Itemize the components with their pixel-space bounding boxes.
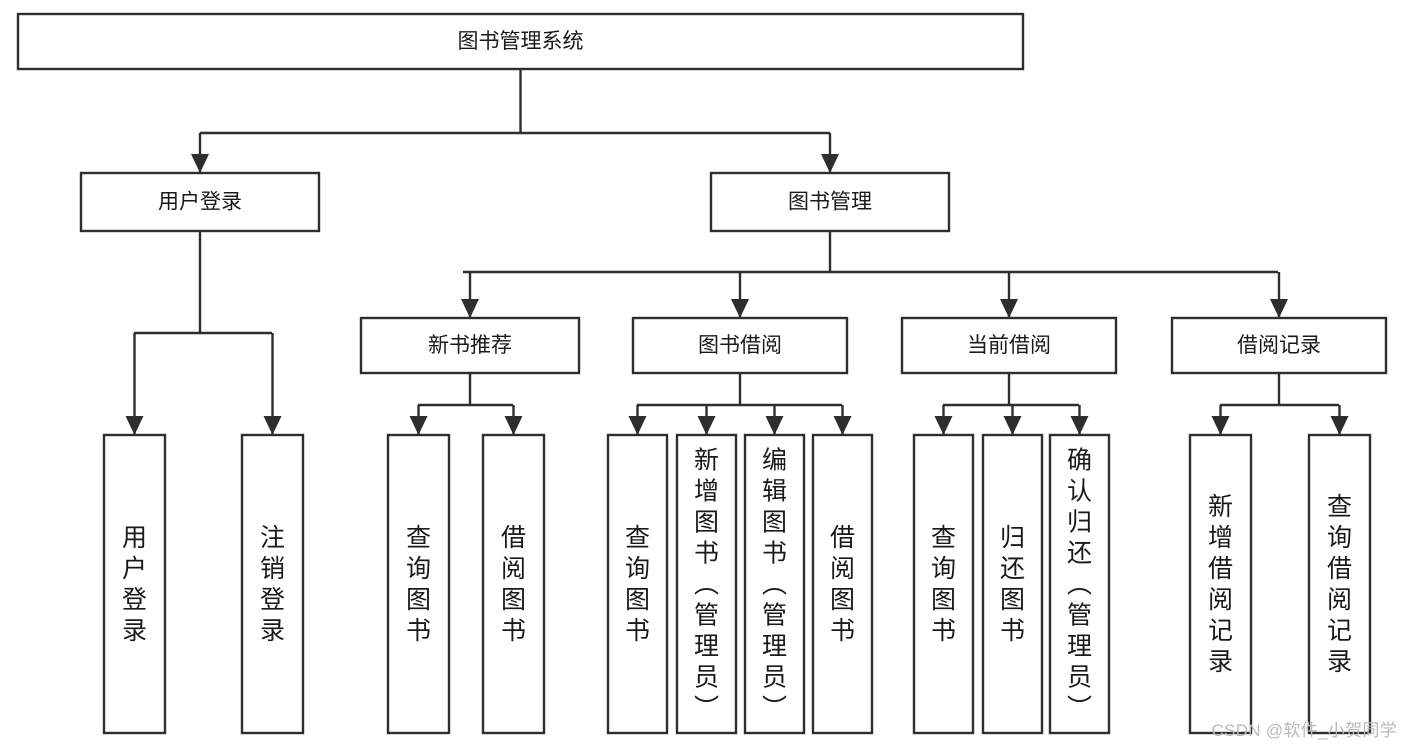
node-box-borrow-records[interactable]	[1170, 316, 1388, 375]
node-label-leaf-query-book-rec: 查询图书	[406, 524, 431, 645]
arrow-head-leaf-query-book-current	[934, 416, 953, 435]
node-book-management[interactable]: 图书管理	[709, 171, 951, 233]
node-leaf-add-borrow-record[interactable]: 新增借阅记录	[1188, 433, 1253, 735]
node-box-root[interactable]	[16, 12, 1025, 71]
node-root[interactable]: 图书管理系统	[16, 12, 1025, 71]
node-box-new-book-recommend[interactable]	[359, 316, 581, 375]
arrow-head-leaf-query-book-borrow	[628, 416, 647, 435]
node-box-leaf-add-borrow-record[interactable]	[1188, 433, 1253, 735]
arrow-head-leaf-query-borrow-record	[1330, 416, 1349, 435]
node-borrow-records[interactable]: 借阅记录	[1170, 316, 1388, 375]
node-box-leaf-query-book-rec[interactable]	[386, 433, 451, 735]
node-box-leaf-edit-book-admin[interactable]	[743, 433, 806, 735]
node-label-leaf-query-book-current: 查询图书	[931, 524, 956, 645]
arrow-head-leaf-borrow-book	[833, 416, 852, 435]
node-user-login[interactable]: 用户登录	[79, 171, 321, 233]
node-leaf-confirm-return-admin[interactable]: 确认归还︵管理员︶	[1048, 433, 1111, 735]
node-leaf-query-book-rec[interactable]: 查询图书	[386, 433, 451, 735]
node-box-user-login[interactable]	[79, 171, 321, 233]
node-leaf-add-book-admin[interactable]: 新增图书︵管理员︶	[675, 433, 738, 735]
node-label-leaf-edit-book-admin: 编辑图书︵管理员︶	[762, 447, 787, 723]
arrow-head-leaf-return-book	[1003, 416, 1022, 435]
arrow-head-borrow-records	[1270, 299, 1288, 318]
node-label-leaf-return-book: 归还图书	[1000, 524, 1025, 645]
node-box-book-borrow[interactable]	[631, 316, 849, 375]
node-label-leaf-add-book-admin: 新增图书︵管理员︶	[694, 447, 719, 723]
node-current-borrow[interactable]: 当前借阅	[900, 316, 1118, 375]
node-label-new-book-recommend: 新书推荐	[428, 334, 512, 357]
node-leaf-user-login[interactable]: 用户登录	[102, 433, 167, 735]
arrow-head-leaf-add-book-admin	[697, 416, 716, 435]
node-label-leaf-borrow-book-rec: 借阅图书	[501, 524, 526, 645]
node-leaf-borrow-book-rec[interactable]: 借阅图书	[481, 433, 546, 735]
node-box-leaf-borrow-book[interactable]	[811, 433, 874, 735]
node-box-leaf-confirm-return-admin[interactable]	[1048, 433, 1111, 735]
node-label-leaf-add-borrow-record: 新增借阅记录	[1208, 493, 1233, 676]
node-box-current-borrow[interactable]	[900, 316, 1118, 375]
node-label-book-borrow: 图书借阅	[698, 334, 782, 357]
node-label-user-login: 用户登录	[158, 191, 242, 214]
node-box-leaf-query-book-borrow[interactable]	[606, 433, 669, 735]
node-label-leaf-query-book-borrow: 查询图书	[625, 524, 650, 645]
node-label-leaf-confirm-return-admin: 确认归还︵管理员︶	[1067, 447, 1092, 723]
arrow-head-book-management	[821, 154, 839, 173]
node-label-current-borrow: 当前借阅	[967, 334, 1051, 357]
node-label-leaf-query-borrow-record: 查询借阅记录	[1327, 493, 1352, 676]
node-new-book-recommend[interactable]: 新书推荐	[359, 316, 581, 375]
arrow-head-leaf-borrow-book-rec	[504, 416, 523, 435]
node-box-leaf-return-book[interactable]	[981, 433, 1044, 735]
node-label-leaf-user-logout: 注销登录	[260, 524, 285, 645]
arrow-head-leaf-user-logout	[263, 416, 282, 435]
node-label-root: 图书管理系统	[458, 30, 584, 53]
arrow-head-leaf-user-login	[125, 416, 144, 435]
arrow-head-user-login	[191, 154, 209, 173]
arrow-head-leaf-edit-book-admin	[765, 416, 784, 435]
node-label-leaf-user-login: 用户登录	[122, 524, 147, 645]
arrow-head-book-borrow	[731, 299, 749, 318]
node-leaf-borrow-book[interactable]: 借阅图书	[811, 433, 874, 735]
node-label-book-management: 图书管理	[788, 191, 872, 214]
node-label-leaf-borrow-book: 借阅图书	[830, 524, 855, 645]
node-leaf-query-book-borrow[interactable]: 查询图书	[606, 433, 669, 735]
arrow-head-leaf-add-borrow-record	[1211, 416, 1230, 435]
node-book-borrow[interactable]: 图书借阅	[631, 316, 849, 375]
arrow-head-leaf-confirm-return-admin	[1070, 416, 1089, 435]
node-box-leaf-query-borrow-record[interactable]	[1307, 433, 1372, 735]
node-box-leaf-add-book-admin[interactable]	[675, 433, 738, 735]
node-leaf-query-book-current[interactable]: 查询图书	[912, 433, 975, 735]
node-leaf-edit-book-admin[interactable]: 编辑图书︵管理员︶	[743, 433, 806, 735]
node-box-leaf-user-login[interactable]	[102, 433, 167, 735]
node-box-leaf-borrow-book-rec[interactable]	[481, 433, 546, 735]
node-leaf-return-book[interactable]: 归还图书	[981, 433, 1044, 735]
arrow-head-new-book-recommend	[461, 299, 479, 318]
node-box-book-management[interactable]	[709, 171, 951, 233]
node-label-borrow-records: 借阅记录	[1237, 334, 1321, 357]
node-box-leaf-query-book-current[interactable]	[912, 433, 975, 735]
node-box-leaf-user-logout[interactable]	[240, 433, 305, 735]
node-leaf-user-logout[interactable]: 注销登录	[240, 433, 305, 735]
arrow-head-current-borrow	[1000, 299, 1018, 318]
node-leaf-query-borrow-record[interactable]: 查询借阅记录	[1307, 433, 1372, 735]
arrow-head-leaf-query-book-rec	[409, 416, 428, 435]
